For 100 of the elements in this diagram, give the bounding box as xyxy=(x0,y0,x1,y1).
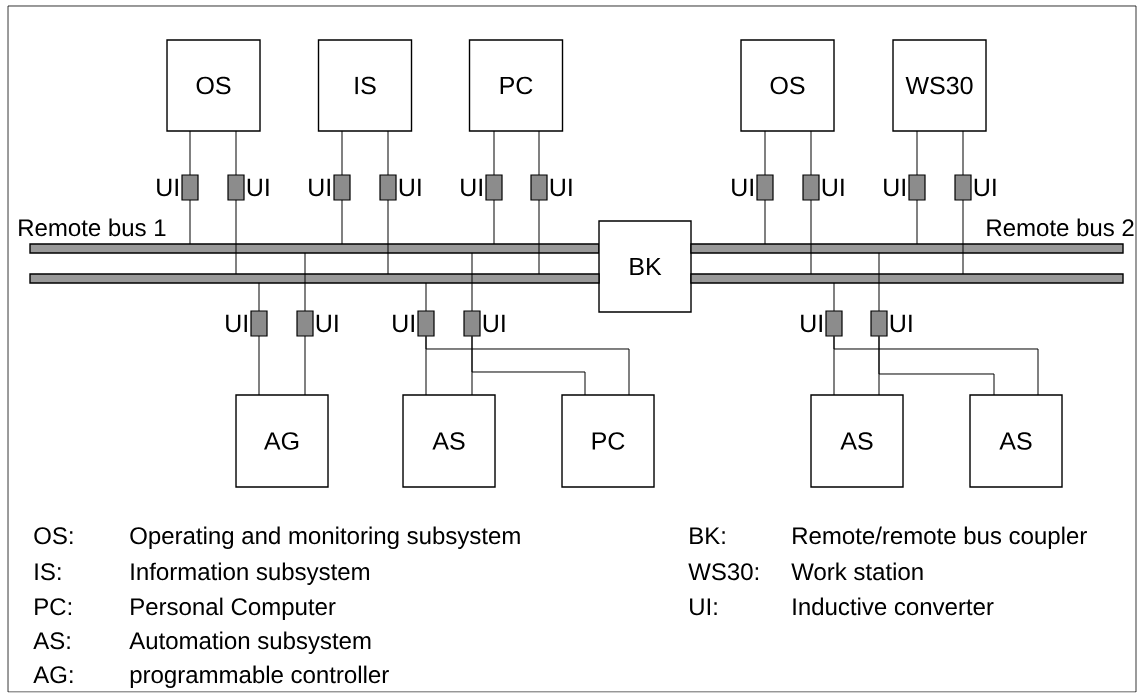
connection-line xyxy=(833,282,835,312)
node-label: UI xyxy=(399,178,421,197)
converter-box: UI xyxy=(296,310,338,337)
unit-box: AG xyxy=(235,394,329,488)
node-label: UI xyxy=(461,178,482,197)
connection-line xyxy=(878,252,880,312)
converter-box: UI xyxy=(309,174,351,201)
unit-box: OS xyxy=(740,39,835,132)
bus-bar xyxy=(690,273,1124,284)
definition-text: Inductive converter xyxy=(793,597,994,616)
connection-line xyxy=(258,335,260,396)
unit-box: AS xyxy=(402,394,496,488)
connection-line xyxy=(341,130,343,176)
node-label: UI xyxy=(974,178,996,197)
connection-line xyxy=(810,199,812,275)
node-label: UI xyxy=(884,178,905,197)
node-label: UI xyxy=(890,314,912,333)
connection-line xyxy=(387,199,389,275)
node-label: UI xyxy=(393,314,414,333)
connection-line xyxy=(878,335,880,396)
bus-label: Remote bus 1 xyxy=(19,218,166,237)
node-label: UI xyxy=(226,314,247,333)
converter-box: UI xyxy=(463,310,505,337)
abbreviation: OS: xyxy=(34,527,73,545)
converter-box: UI xyxy=(884,174,926,201)
unit-box: BK xyxy=(598,220,692,313)
connection-line xyxy=(387,130,389,176)
connection-line xyxy=(833,336,1039,396)
connection-line xyxy=(235,130,237,176)
node-label: UI xyxy=(822,178,844,197)
connection-line xyxy=(833,335,835,396)
connection-line xyxy=(189,130,191,176)
abbreviation: BK: xyxy=(690,527,725,544)
unit-box: AS xyxy=(969,394,1063,488)
abbreviation: PC: xyxy=(35,598,71,616)
connection-line xyxy=(916,199,918,245)
converter-box: UI xyxy=(379,174,421,201)
converter-box: UI xyxy=(954,174,996,201)
connection-line xyxy=(878,336,995,396)
node-label: UI xyxy=(483,314,505,333)
bus-label: Remote bus 2 xyxy=(987,218,1134,237)
connection-line xyxy=(425,336,630,396)
connection-line xyxy=(764,130,766,176)
bus-bar xyxy=(29,273,600,284)
connection-line xyxy=(341,199,343,245)
node-label: UI xyxy=(247,178,269,197)
abbreviation: AS: xyxy=(33,632,70,650)
converter-box: UI xyxy=(870,310,912,337)
converter-box: UI xyxy=(732,174,774,201)
converter-box: UI xyxy=(227,174,269,201)
connection-line xyxy=(493,130,495,176)
connection-line xyxy=(471,252,473,312)
connection-line xyxy=(538,130,540,176)
unit-box: AS xyxy=(810,394,904,488)
node-label: UI xyxy=(309,178,330,197)
definition-text: Work station xyxy=(791,562,923,581)
connection-line xyxy=(235,199,237,275)
unit-box: WS30 xyxy=(892,39,987,132)
definition-text: programmable controller xyxy=(130,665,389,688)
converter-box: UI xyxy=(802,174,844,201)
abbreviation: WS30: xyxy=(688,563,759,581)
converter-box: UI xyxy=(226,310,268,337)
connection-line xyxy=(425,282,427,312)
connection-line xyxy=(493,199,495,245)
node-label: UI xyxy=(732,178,753,197)
connection-line xyxy=(810,130,812,176)
abbreviation: UI: xyxy=(690,598,717,616)
connection-line xyxy=(258,282,260,312)
converter-box: UI xyxy=(461,174,503,201)
connection-line xyxy=(425,335,427,396)
node-label: UI xyxy=(316,314,338,333)
node-label: UI xyxy=(157,178,178,197)
unit-box: PC xyxy=(468,39,564,132)
definition-text: Information subsystem xyxy=(131,562,369,585)
connection-line xyxy=(304,335,306,396)
converter-box: UI xyxy=(393,310,435,337)
converter-box: UI xyxy=(157,174,199,201)
unit-box: PC xyxy=(561,394,655,488)
node-label: UI xyxy=(801,314,822,333)
connection-line xyxy=(962,130,964,176)
definition-text: Personal Computer xyxy=(131,597,336,620)
definition-text: Remote/remote bus coupler xyxy=(793,526,1087,549)
connection-line xyxy=(189,199,191,245)
converter-box: UI xyxy=(530,174,572,201)
connection-line xyxy=(916,130,918,176)
connection-line xyxy=(304,252,306,312)
connection-line xyxy=(764,199,766,245)
abbreviation: AG: xyxy=(33,666,73,684)
definition-text: Automation subsystem xyxy=(129,631,371,654)
bus-bar xyxy=(690,243,1124,254)
definition-text: Operating and monitoring subsystem xyxy=(130,526,520,549)
connection-line xyxy=(471,335,473,396)
bus-bar xyxy=(29,243,600,254)
unit-box: IS xyxy=(317,39,413,132)
connection-line xyxy=(471,336,586,396)
abbreviation: IS: xyxy=(35,563,61,581)
converter-box: UI xyxy=(801,310,843,337)
connection-line xyxy=(538,199,540,275)
node-label: UI xyxy=(550,178,572,197)
unit-box: OS xyxy=(166,39,261,132)
